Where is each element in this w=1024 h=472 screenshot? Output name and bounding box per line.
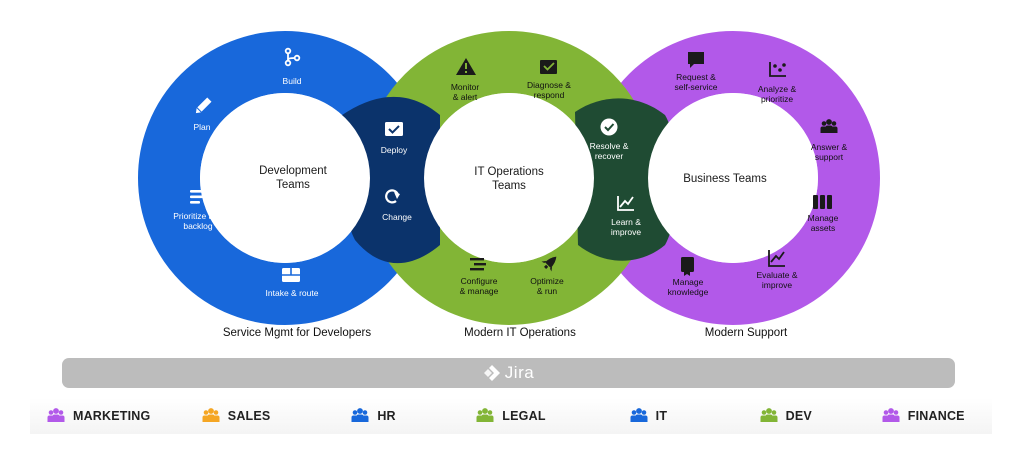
development-center <box>200 93 370 263</box>
step-prioritize-label-line2: backlog <box>183 221 213 231</box>
team-sales: SALES <box>167 398 304 434</box>
team-legal: LEGAL <box>442 398 579 434</box>
team-label: IT <box>655 409 668 423</box>
configure-icon <box>470 258 486 271</box>
people-icon <box>630 408 648 422</box>
step-knowledge-label-line1: Manage <box>673 277 704 287</box>
team-label: SALES <box>227 409 271 423</box>
step-answer-label-line1: Answer & <box>811 142 848 152</box>
operations-title-line2: Teams <box>492 180 526 192</box>
team-label: FINANCE <box>907 409 965 423</box>
step-evaluate-label-line1: Evaluate & <box>756 270 797 280</box>
step-diagnose-label-line2: respond <box>534 90 565 100</box>
people-icon <box>882 408 900 422</box>
warning-icon <box>456 58 476 75</box>
step-request-label-line1: Request & <box>676 72 716 82</box>
step-knowledge-label-line2: knowledge <box>668 287 709 297</box>
operations-title-line1: IT Operations <box>474 166 544 178</box>
development-title-line1: Development <box>259 165 328 177</box>
build-icon <box>284 47 301 67</box>
diagnose-icon <box>540 60 557 74</box>
step-configure-label-line1: Configure <box>461 276 498 286</box>
people-icon <box>476 408 494 422</box>
deploy-icon <box>385 122 403 136</box>
step-evaluate-label-line2: improve <box>762 280 793 290</box>
team-label: DEV <box>785 409 812 423</box>
step-deploy-label: Deploy <box>381 145 408 155</box>
step-learn-label-line2: improve <box>611 227 642 237</box>
step-assets-label-line1: Manage <box>808 213 839 223</box>
step-prioritize-label-line1: Prioritize and <box>173 211 223 221</box>
development-title-line2: Teams <box>276 179 310 191</box>
operations-caption: Modern IT Operations <box>464 327 576 339</box>
step-request-label-line2: self-service <box>675 82 718 92</box>
team-dev: DEV <box>717 398 854 434</box>
team-label: HR <box>377 409 396 423</box>
step-diagnose-label-line1: Diagnose & <box>527 80 571 90</box>
step-resolve-label-line1: Resolve & <box>590 141 629 151</box>
step-analyze-label-line2: prioritize <box>761 94 793 104</box>
step-change-label: Change <box>382 212 412 222</box>
development-caption: Service Mgmt for Developers <box>223 327 372 339</box>
people-icon <box>760 408 778 422</box>
chat-icon <box>688 52 704 68</box>
step-plan-label: Plan <box>193 122 210 132</box>
people-icon <box>202 408 220 422</box>
step-monitor-label-line1: Monitor <box>451 82 480 92</box>
step-intake-label: Intake & route <box>266 288 319 298</box>
resolve-learn-crossover <box>575 98 678 261</box>
team-it: IT <box>580 398 717 434</box>
pencil-icon <box>195 97 212 114</box>
jira-platform-bar: Jira <box>62 358 955 388</box>
people-icon <box>47 408 65 422</box>
team-label: LEGAL <box>502 409 546 423</box>
team-list: MARKETING SALES HR LEGAL IT DEV FINANCE <box>30 398 992 434</box>
scatter-chart-icon <box>769 62 786 77</box>
team-marketing: MARKETING <box>30 398 167 434</box>
change-icon <box>385 189 400 204</box>
knowledge-icon <box>681 257 694 276</box>
people-icon <box>351 408 369 422</box>
check-circle-icon <box>600 118 618 136</box>
jira-product-name: Jira <box>504 363 535 382</box>
deploy-change-crossover <box>335 96 440 264</box>
step-configure-label-line2: & manage <box>460 286 499 296</box>
support-center <box>648 93 818 263</box>
support-caption: Modern Support <box>705 327 788 339</box>
step-optimize-label-line2: & run <box>537 286 558 296</box>
devops-loop-diagram: Development Teams IT Operations Teams Bu… <box>138 31 880 339</box>
support-title: Business Teams <box>683 173 767 185</box>
step-answer-label-line2: support <box>815 152 844 162</box>
intake-icon <box>282 268 300 282</box>
assets-icon <box>813 195 832 209</box>
list-icon <box>190 190 206 204</box>
step-analyze-label-line1: Analyze & <box>758 84 797 94</box>
step-assets-label-line2: assets <box>811 223 836 233</box>
step-resolve-label-line2: recover <box>595 151 624 161</box>
line-chart-icon <box>768 250 785 267</box>
team-label: MARKETING <box>72 409 151 423</box>
step-optimize-label-line1: Optimize <box>530 276 564 286</box>
operations-center <box>424 93 594 263</box>
step-monitor-label-line2: & alert <box>453 92 478 102</box>
jira-logo-icon <box>483 365 500 381</box>
step-build-label: Build <box>283 76 302 86</box>
trend-chart-icon <box>617 196 634 211</box>
step-learn-label-line1: Learn & <box>611 217 641 227</box>
team-hr: HR <box>305 398 442 434</box>
team-finance: FINANCE <box>855 398 992 434</box>
